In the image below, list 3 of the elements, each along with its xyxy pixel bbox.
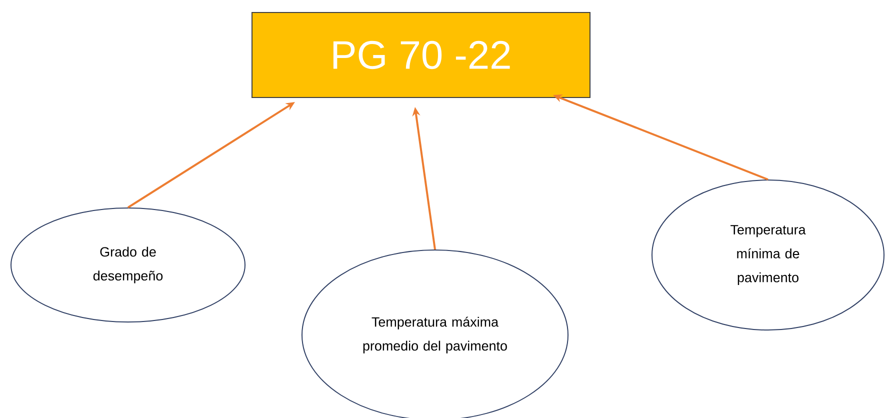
title-box: PG 70 -22 bbox=[252, 12, 590, 98]
ellipse-node: Grado de desempeño bbox=[10, 208, 246, 322]
ellipse-node: Temperatura mínima de pavimento bbox=[652, 180, 884, 330]
